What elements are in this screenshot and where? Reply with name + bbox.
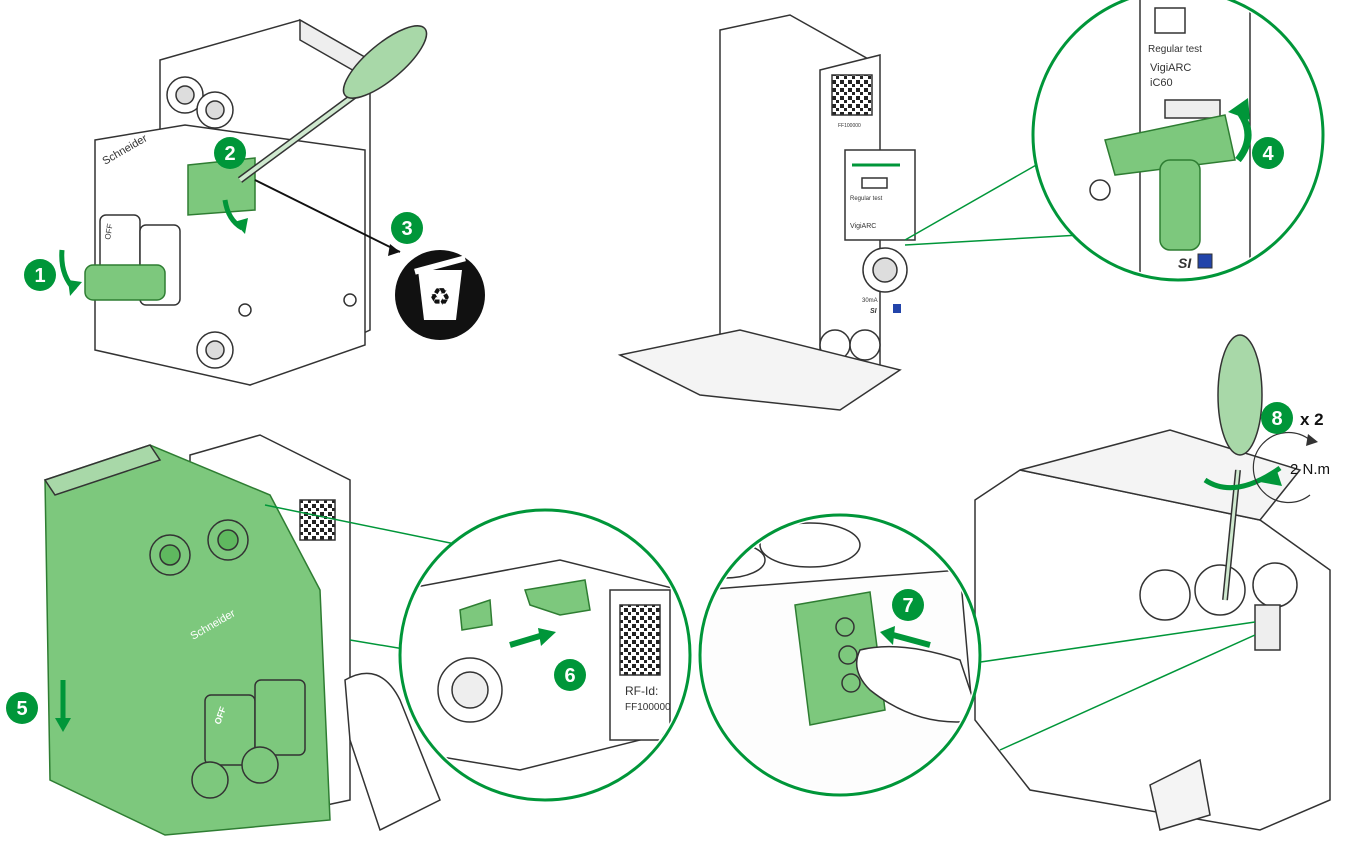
- toggle-off-label: OFF: [103, 223, 115, 240]
- step-badge-4: 4: [1252, 137, 1284, 169]
- zoom-type-si: SI: [1178, 255, 1192, 271]
- zoom-vigi-model: iC60: [1150, 77, 1173, 89]
- vigi-regular-test-small: Regular test: [850, 196, 883, 202]
- step-badge-6: 6: [554, 659, 586, 691]
- svg-text:1: 1: [34, 265, 45, 287]
- svg-text:4: 4: [1262, 143, 1274, 165]
- recycle-bin-icon: ♻: [395, 250, 485, 340]
- zoom-vigi-name: VigiARC: [1150, 62, 1191, 74]
- zoom-regular-test: Regular test: [1148, 44, 1202, 55]
- panel-vigi-module: [617, 14, 916, 411]
- multiplier-label: x 2: [1300, 410, 1324, 429]
- vigi-base: [617, 329, 902, 411]
- rotation-arrow-icon: [1252, 431, 1311, 504]
- cover-to-bin-line: [254, 179, 401, 253]
- step-badge-2: 2: [214, 137, 246, 169]
- zoom-rfid-value: FF100000: [625, 702, 671, 713]
- svg-text:2: 2: [224, 143, 235, 165]
- svg-text:6: 6: [564, 665, 575, 687]
- vigi-type-small: SI: [870, 308, 878, 315]
- screwdriver-icon-step8: [1217, 334, 1263, 601]
- zoom-circle-clip: [698, 513, 982, 797]
- step-badge-3: 3: [391, 212, 423, 244]
- zoom-circle-test-lever: [1031, 0, 1325, 282]
- zoom-circle-slide-in: [398, 508, 692, 802]
- vigi-qr-code: [831, 74, 873, 116]
- svg-text:7: 7: [902, 595, 913, 617]
- screwdriver-icon: [237, 25, 428, 183]
- panel-final-assembly: [974, 429, 1331, 831]
- zoom-rfid-label: RF-Id:: [625, 684, 658, 698]
- svg-text:5: 5: [16, 698, 27, 720]
- svg-text:♻: ♻: [429, 284, 451, 311]
- panel-mount-breaker: [43, 434, 441, 836]
- torque-label: 2 N.m: [1290, 461, 1330, 478]
- finger-icon: [344, 672, 441, 832]
- panel-remove-cover: [84, 18, 371, 386]
- step-badge-5: 5: [6, 692, 38, 724]
- step-badge-7: 7: [892, 589, 924, 621]
- breaker-front-face: [94, 124, 366, 386]
- vigi-sensitivity-small: 30mA: [862, 298, 878, 304]
- finger-icon-step7: [855, 645, 977, 723]
- svg-text:8: 8: [1271, 408, 1282, 430]
- toggle-lever: [84, 264, 166, 301]
- vigi-rfid-small: FF100000: [838, 123, 861, 129]
- step-badge-1: 1: [24, 259, 56, 291]
- step-badge-8: 8: [1261, 402, 1293, 434]
- test-lever-green: [1104, 114, 1236, 176]
- vigi-name-small: VigiARC: [850, 223, 876, 230]
- svg-text:3: 3: [401, 218, 412, 240]
